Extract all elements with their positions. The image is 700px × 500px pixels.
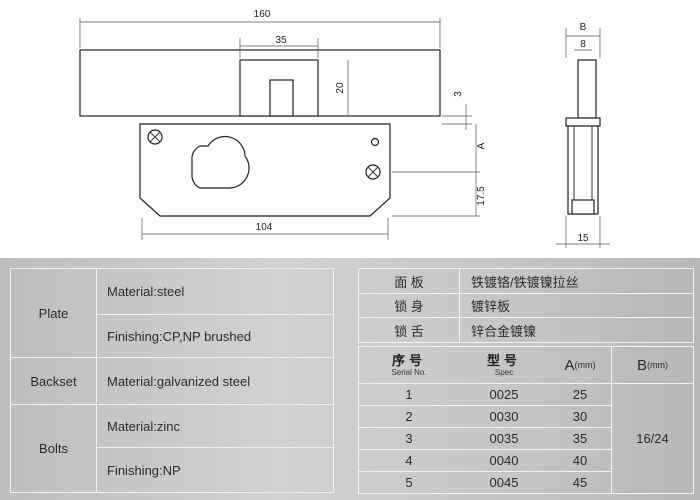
model-table: 序号 Serial No. 型号 Spec A (mm) B (mm) 1 00… [358,346,694,494]
dim-side-8: 8 [580,39,586,50]
b-value: 16/24 [636,431,669,446]
row-2-serial: 2 [405,409,413,424]
header-b-unit: (mm) [647,360,668,370]
cylinder-lug-slot [269,79,294,117]
side-view-face [565,117,601,127]
plate-label: Plate [38,305,69,321]
dim-offset-a: A [476,142,487,149]
dim-overall-width: 160 [254,9,271,20]
dim-plate-thickness: 3 [453,91,464,97]
row-3-spec: 0035 [489,431,519,446]
dim-bottom-height: 17.5 [476,186,487,206]
side-view-bolt [571,199,595,215]
plate-material: Material:steel [107,284,185,299]
lock-case [139,123,391,217]
keyhole-outline [191,135,250,189]
row-1-a: 25 [572,387,588,402]
side-view-plate [577,59,597,119]
side-view-case [567,125,599,215]
cn-part-3: 锁 舌 [394,323,424,339]
row-3-a: 35 [572,431,588,446]
header-serial-cn: 序号 [391,352,426,368]
cn-part-2: 锁 身 [394,299,424,314]
material-table-cn: 面 板 铁镀铬/铁镀镍拉丝 锁 身 镀锌板 锁 舌 锌合金镀镍 [358,268,694,343]
header-spec: 型号 Spec [459,347,549,383]
header-spec-en: Spec [494,367,514,377]
header-serial-en: Serial No. [391,367,427,377]
backset-material: Material:galvanized steel [107,373,251,389]
dim-cylinder-width: 35 [275,35,287,46]
header-a-unit: (mm) [574,360,596,370]
row-5-a: 45 [572,475,588,490]
row-2-a: 30 [572,409,588,424]
bolts-finishing: Finishing:NP [107,462,181,478]
dim-cylinder-height: 20 [335,82,346,94]
header-b-label: B [636,356,647,374]
dim-side-15: 15 [577,233,589,244]
cn-value-1: 铁镀铬/铁镀镍拉丝 [471,274,579,290]
row-1-serial: 1 [405,387,413,402]
cn-value-3: 锌合金镀镍 [471,323,537,339]
row-5-serial: 5 [405,475,413,490]
spec-area: Plate Material:steel Finishing:CP,NP bru… [0,258,700,500]
screw-right [365,164,381,180]
plate-finishing: Finishing:CP,NP brushed [107,328,252,344]
cn-value-2: 镀锌板 [471,299,511,314]
dim-side-b: B [580,22,587,33]
header-a: A (mm) [549,347,611,383]
backset-label: Backset [30,373,77,389]
header-spec-cn: 型号 [486,352,521,368]
technical-drawing: 160 35 20 3 A 17.5 104 B 8 15 [79,9,610,248]
row-5-spec: 0045 [489,475,519,490]
material-table: Plate Material:steel Finishing:CP,NP bru… [10,268,334,493]
screw-top-left [147,129,163,145]
pin-hole [370,137,380,147]
row-2-spec: 0030 [489,409,519,424]
row-4-a: 40 [572,453,588,468]
row-3-serial: 3 [405,431,413,446]
cn-part-1: 面 板 [394,274,424,290]
header-b: B (mm) [612,347,693,383]
row-4-spec: 0040 [489,453,519,468]
row-4-serial: 4 [405,453,413,468]
dim-case-width: 104 [256,222,273,233]
row-1-spec: 0025 [489,387,519,402]
bolts-label: Bolts [39,441,68,456]
bolts-material: Material:zinc [107,418,180,434]
header-serial: 序号 Serial No. [359,347,459,383]
header-a-label: A [564,356,575,374]
